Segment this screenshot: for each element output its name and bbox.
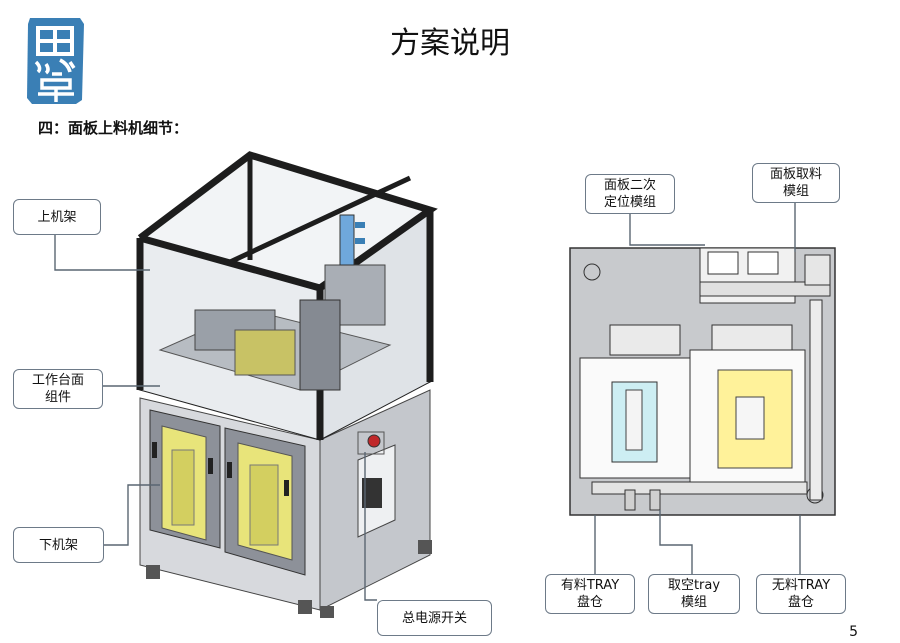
callout-panel-pick-module: 面板取料 模组 — [752, 163, 840, 203]
machine-isometric-view — [136, 151, 438, 618]
callout-empty-tray-bin: 无料TRAY 盘仓 — [756, 574, 846, 614]
right-leader-lines — [594, 202, 801, 576]
page-title: 方案说明 — [390, 26, 510, 61]
callout-secondary-positioning: 面板二次 定位模组 — [585, 174, 675, 214]
company-logo — [24, 14, 86, 106]
callout-upper-frame: 上机架 — [13, 199, 101, 235]
machine-top-view — [569, 247, 836, 516]
callout-worktable-assembly: 工作台面 组件 — [13, 369, 103, 409]
callout-empty-tray-module: 取空tray 模组 — [648, 574, 740, 614]
page-number: 5 — [849, 624, 858, 640]
callout-main-power-switch: 总电源开关 — [377, 600, 492, 636]
left-leader-lines — [54, 235, 377, 601]
section-subtitle: 四：面板上料机细节： — [38, 119, 189, 137]
callout-lower-frame: 下机架 — [13, 527, 104, 563]
callout-full-tray-bin: 有料TRAY 盘仓 — [545, 574, 635, 614]
